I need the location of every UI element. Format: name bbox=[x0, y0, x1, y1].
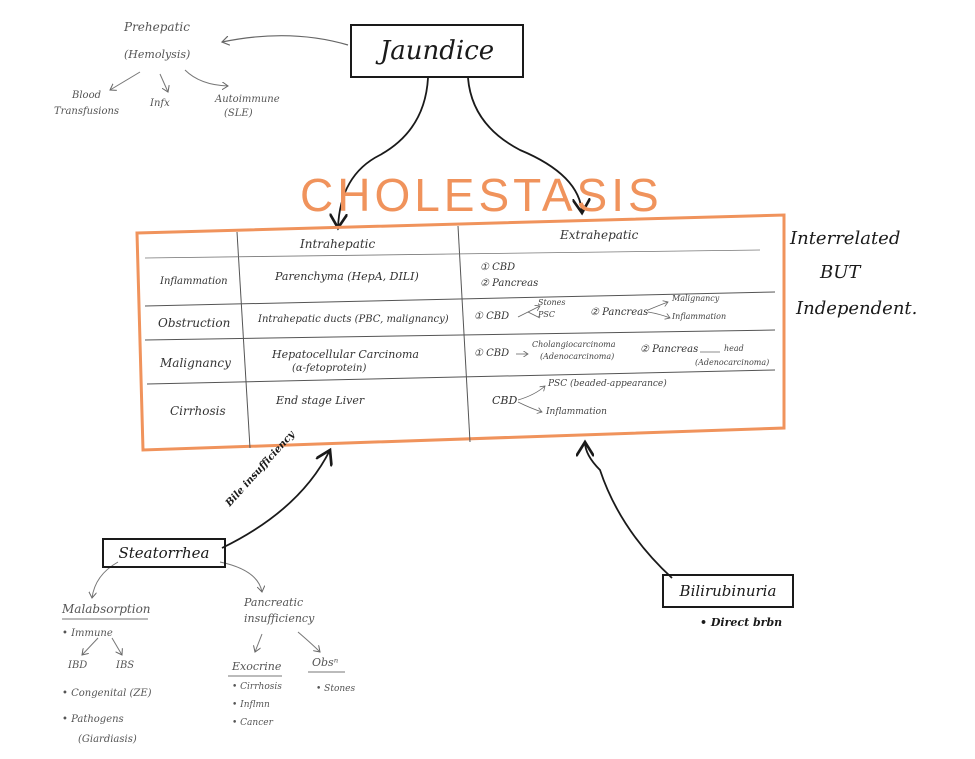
row-label-malignancy: Malignancy bbox=[160, 356, 231, 370]
arrow-steatorrhea-pancreatic bbox=[219, 561, 262, 592]
arrow-bilirubinuria-cholestasis bbox=[585, 442, 673, 579]
cause-transfusions: Transfusions bbox=[54, 106, 120, 117]
malignancy-intra-afp: (α-fetoprotein) bbox=[292, 363, 367, 374]
row-label-cirrhosis: Cirrhosis bbox=[170, 404, 226, 418]
cirrhosis-intra: End stage Liver bbox=[276, 394, 365, 407]
pancreatic-title-1: Pancreatic bbox=[244, 596, 304, 609]
col-extrahepatic: Extrahepatic bbox=[560, 228, 639, 242]
obstruction-cbd: ① CBD bbox=[474, 311, 510, 322]
obstruction-cbd-stones: Stones bbox=[538, 298, 566, 307]
arrow-prehepatic-blood bbox=[110, 71, 141, 90]
steatorrhea-box: Steatorrhea bbox=[102, 538, 226, 568]
malignancy-pancreas-adenocarcinoma: (Adenocarcinoma) bbox=[695, 358, 770, 367]
cholestasis-table-grid bbox=[135, 213, 786, 452]
obstruction-pancreas-malignancy: Malignancy bbox=[672, 294, 720, 303]
steatorrhea-label: Steatorrhea bbox=[118, 544, 210, 562]
malignancy-pancreas-head: head bbox=[724, 344, 744, 353]
arrow-jaundice-extrahepatic bbox=[467, 77, 582, 213]
arrow-prehepatic-autoimmune bbox=[184, 69, 228, 86]
prehepatic-subtitle: (Hemolysis) bbox=[124, 48, 191, 61]
inflammation-intra: Parenchyma (HepA, DILI) bbox=[275, 270, 419, 283]
malignancy-cbd: ① CBD bbox=[474, 348, 510, 359]
obs-item-stones: • Stones bbox=[316, 684, 356, 694]
immune-ibd: IBD bbox=[68, 660, 88, 671]
col-intrahepatic: Intrahepatic bbox=[300, 237, 376, 251]
cirrhosis-psc: PSC (beaded-appearance) bbox=[548, 379, 667, 389]
exocrine-item-cancer: • Cancer bbox=[232, 718, 273, 728]
obstruction-pancreas-inflammation: Inflammation bbox=[672, 312, 727, 321]
cirrhosis-cbd: CBD bbox=[492, 394, 518, 407]
cause-infx: Infx bbox=[150, 98, 170, 109]
inflammation-extra-pancreas: ② Pancreas bbox=[480, 278, 539, 289]
inflammation-extra-cbd: ① CBD bbox=[480, 262, 516, 273]
bilirubinuria-note: • Direct brbn bbox=[700, 616, 783, 629]
cause-sle: (SLE) bbox=[224, 108, 253, 119]
pancreatic-obs: Obsⁿ bbox=[312, 656, 339, 669]
bilirubinuria-label: Bilirubinuria bbox=[679, 582, 777, 600]
malabsorption-congenital: • Congenital (ZE) bbox=[62, 688, 152, 699]
cause-blood: Blood bbox=[72, 90, 101, 101]
cholestasis-title: CHOLESTASIS bbox=[300, 169, 663, 221]
obstruction-pancreas: ② Pancreas bbox=[590, 307, 649, 318]
pancreatic-exocrine: Exocrine bbox=[232, 660, 282, 673]
row-label-obstruction: Obstruction bbox=[158, 316, 231, 330]
obstruction-intra: Intrahepatic ducts (PBC, malignancy) bbox=[258, 314, 449, 325]
bilirubinuria-box: Bilirubinuria bbox=[662, 574, 794, 608]
jaundice-label: Jaundice bbox=[379, 36, 495, 66]
side-note-interrelated: Interrelated bbox=[790, 228, 901, 249]
arrow-prehepatic-infx bbox=[159, 73, 168, 92]
malabsorption-immune: • Immune bbox=[62, 628, 113, 639]
arrow-jaundice-intrahepatic bbox=[338, 77, 429, 228]
exocrine-item-cirrhosis: • Cirrhosis bbox=[232, 682, 282, 692]
arrow-steatorrhea-cholestasis bbox=[221, 450, 330, 549]
arrow-steatorrhea-malabsorption bbox=[92, 561, 119, 598]
side-note-but: BUT bbox=[820, 262, 861, 283]
malignancy-pancreas: ② Pancreas bbox=[640, 344, 699, 355]
prehepatic-title: Prehepatic bbox=[124, 20, 190, 34]
row-label-inflammation: Inflammation bbox=[160, 276, 228, 287]
pancreatic-title-2: insufficiency bbox=[244, 612, 315, 625]
exocrine-item-inflmn: • Inflmn bbox=[232, 700, 270, 710]
side-note-independent: Independent. bbox=[796, 298, 918, 319]
malabsorption-giardiasis: (Giardiasis) bbox=[78, 734, 137, 745]
malignancy-intra-hcc: Hepatocellular Carcinoma bbox=[272, 348, 419, 361]
malabsorption-title: Malabsorption bbox=[62, 602, 151, 616]
immune-ibs: IBS bbox=[116, 660, 135, 671]
malignancy-cbd-adenocarcinoma: (Adenocarcinoma) bbox=[540, 352, 615, 361]
obstruction-cbd-psc: PSC bbox=[538, 310, 555, 319]
jaundice-box: Jaundice bbox=[350, 24, 524, 78]
malignancy-cholangiocarcinoma: Cholangiocarcinoma bbox=[532, 340, 616, 349]
cirrhosis-inflammation: Inflammation bbox=[546, 407, 607, 417]
arrow-jaundice-prehepatic bbox=[222, 35, 349, 45]
malabsorption-pathogens: • Pathogens bbox=[62, 714, 124, 725]
cause-autoimmune: Autoimmune bbox=[215, 94, 280, 105]
